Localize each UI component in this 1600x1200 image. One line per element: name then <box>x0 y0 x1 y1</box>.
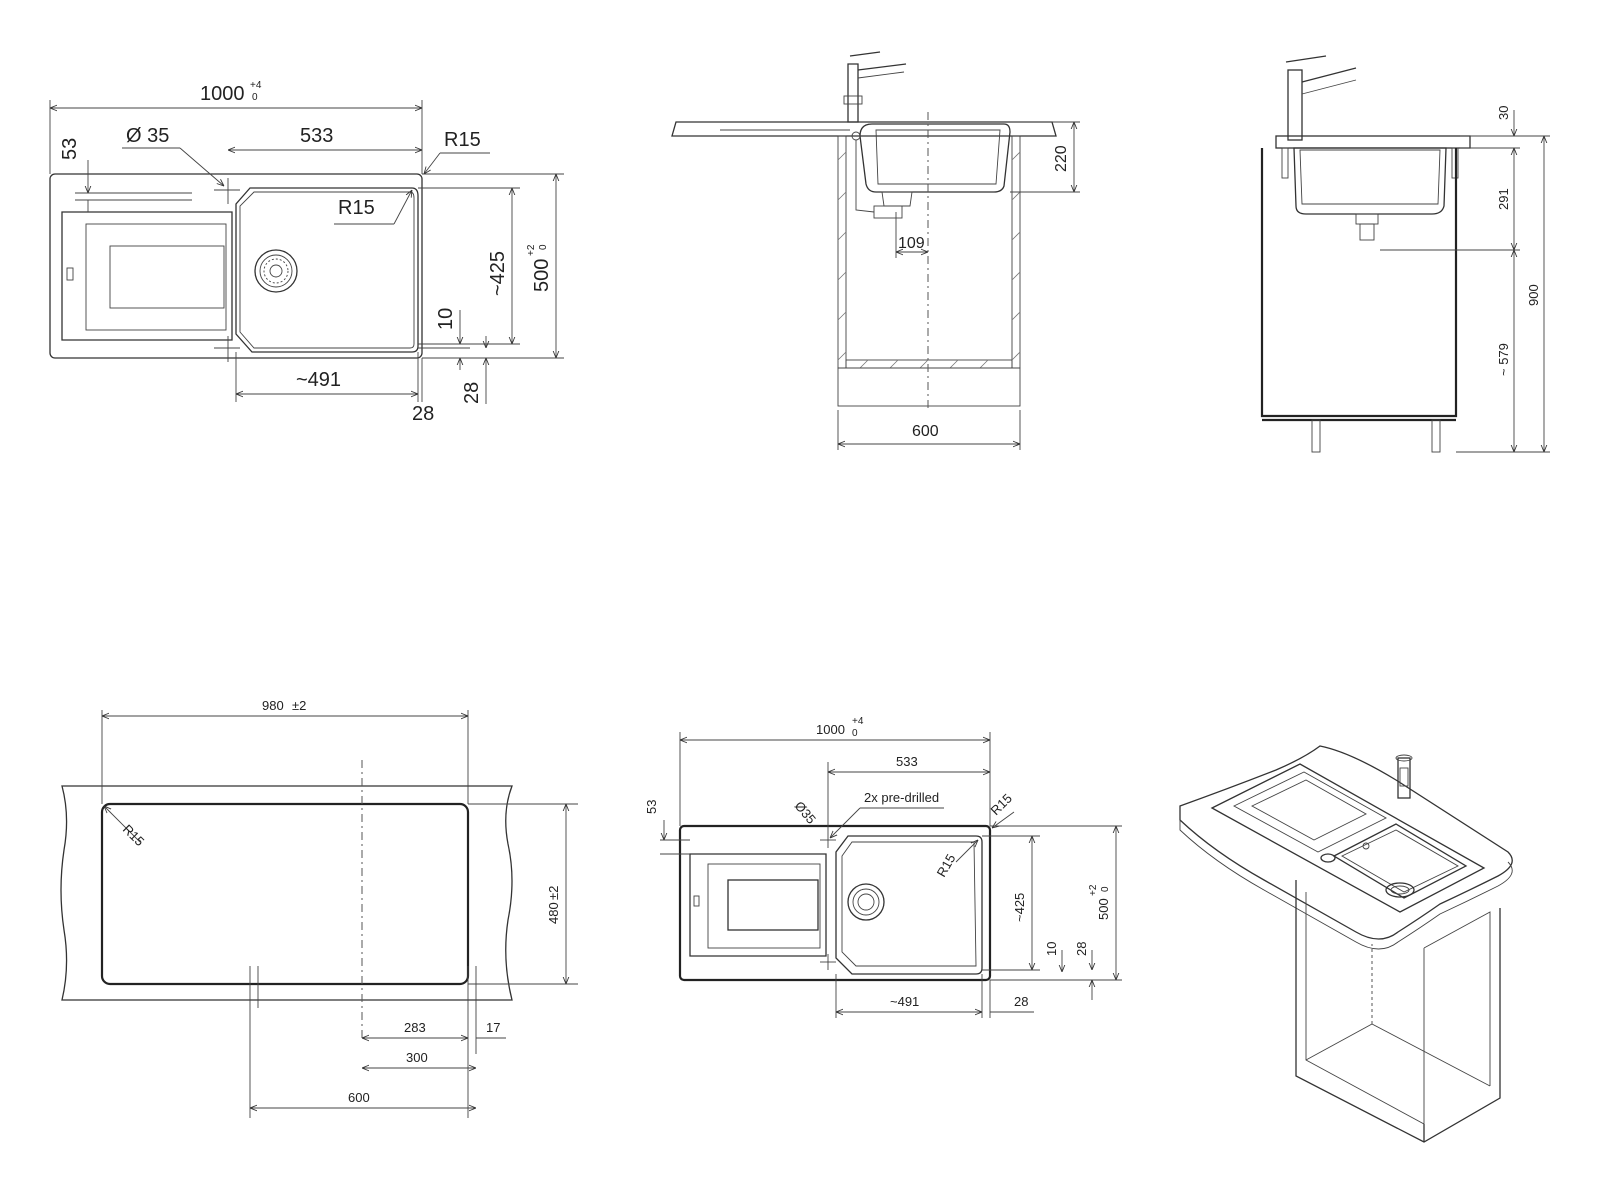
sink-bowl <box>235 187 419 353</box>
svg-text:+2: +2 <box>526 244 537 256</box>
svg-text:+4: +4 <box>250 80 262 91</box>
svg-text:0: 0 <box>538 244 549 250</box>
iso-sink-rim <box>1210 763 1486 913</box>
top-plan-view: 1000 +4 0 533 Ø 35 R15 R15 53 ~425 500 +… <box>49 80 564 425</box>
top-corner-radius-label: R15 <box>444 129 481 151</box>
small-hole-diameter-label: Ø35 <box>792 798 819 826</box>
top-hole-diameter-label: Ø 35 <box>126 125 169 147</box>
front-tap-body <box>1287 69 1303 141</box>
cutout-600-label: 600 <box>348 1090 370 1105</box>
cutout-depth-label: 480 <box>546 902 561 924</box>
small-edge-28h-label: 28 <box>1014 994 1028 1009</box>
iso-tap <box>1397 757 1411 799</box>
small-edge-28v-label: 28 <box>1074 942 1089 956</box>
top-width-label: 1000 <box>200 83 245 105</box>
side-drain-109-label: 109 <box>898 235 925 252</box>
front-cabinet <box>1260 148 1458 418</box>
svg-text:+4: +4 <box>852 716 864 727</box>
small-drain <box>847 883 885 921</box>
isometric-view <box>1179 745 1513 1143</box>
tap-body <box>847 63 859 123</box>
svg-text:0: 0 <box>252 92 258 103</box>
small-edge-10-label: 10 <box>1044 942 1059 956</box>
cutout-300-label: 300 <box>406 1050 428 1065</box>
top-bowl-depth-label: ~425 <box>487 251 509 296</box>
cutout-283-label: 283 <box>404 1020 426 1035</box>
top-edge-10-label: 10 <box>435 308 457 330</box>
top-bowl-radius-label: R15 <box>338 197 375 219</box>
front-bowl <box>1293 147 1447 215</box>
small-width-label: 1000 <box>816 722 845 737</box>
svg-text:±2: ±2 <box>292 698 306 713</box>
front-section-view: 30 291 900 ~ 579 <box>1260 55 1550 453</box>
small-bowl-length-label: ~491 <box>890 994 919 1009</box>
top-bowl-width-label: 533 <box>300 125 333 147</box>
small-bowl <box>835 835 983 975</box>
iso-cabinet <box>1295 880 1501 1143</box>
iso-drain <box>1385 882 1415 898</box>
top-edge-28v-label: 28 <box>461 382 483 404</box>
small-offset-53-label: 53 <box>644 800 659 814</box>
small-bowl-radius-label: R15 <box>934 851 959 879</box>
top-depth-label: 500 <box>531 259 553 292</box>
cutout-rectangle <box>100 802 470 986</box>
small-predrilled-label: 2x pre-drilled <box>864 790 939 805</box>
front-rim-30-label: 30 <box>1496 106 1511 120</box>
top-edge-28h-label: 28 <box>412 403 434 425</box>
svg-text:±2: ±2 <box>546 886 561 900</box>
cutout-view: 980 ±2 480 ±2 R15 283 17 300 600 <box>60 698 578 1118</box>
tap-hole-marks <box>214 178 240 362</box>
front-below-579-label: ~ 579 <box>1496 343 1511 376</box>
svg-text:0: 0 <box>1100 886 1111 892</box>
iso-bowl <box>1332 823 1468 899</box>
cutout-width-label: 980 <box>262 698 284 713</box>
svg-text:+2: +2 <box>1088 884 1099 896</box>
iso-countertop <box>1179 745 1513 940</box>
small-depth-label: 500 <box>1096 898 1111 920</box>
small-plan-view: 1000 +4 0 533 2x pre-drilled Ø35 R15 R15… <box>644 716 1122 1018</box>
drainer-board <box>61 211 233 341</box>
small-bowl-width-label: 533 <box>896 754 918 769</box>
front-total-900-label: 900 <box>1526 284 1541 306</box>
svg-text:0: 0 <box>852 728 858 739</box>
bowl-section <box>859 123 1011 193</box>
front-bowl-291-label: 291 <box>1496 188 1511 210</box>
side-depth-220-label: 220 <box>1053 145 1070 172</box>
side-cabinet-600-label: 600 <box>912 423 939 440</box>
top-bowl-length-label: ~491 <box>296 369 341 391</box>
countertop-outline <box>60 785 513 1001</box>
cutout-17-label: 17 <box>486 1020 500 1035</box>
top-offset-53-label: 53 <box>59 138 81 160</box>
drain-strainer <box>254 249 298 293</box>
side-section-view: 220 109 600 <box>671 51 1080 450</box>
small-sink-outline <box>678 824 992 982</box>
small-bowl-depth-label: ~425 <box>1012 893 1027 922</box>
